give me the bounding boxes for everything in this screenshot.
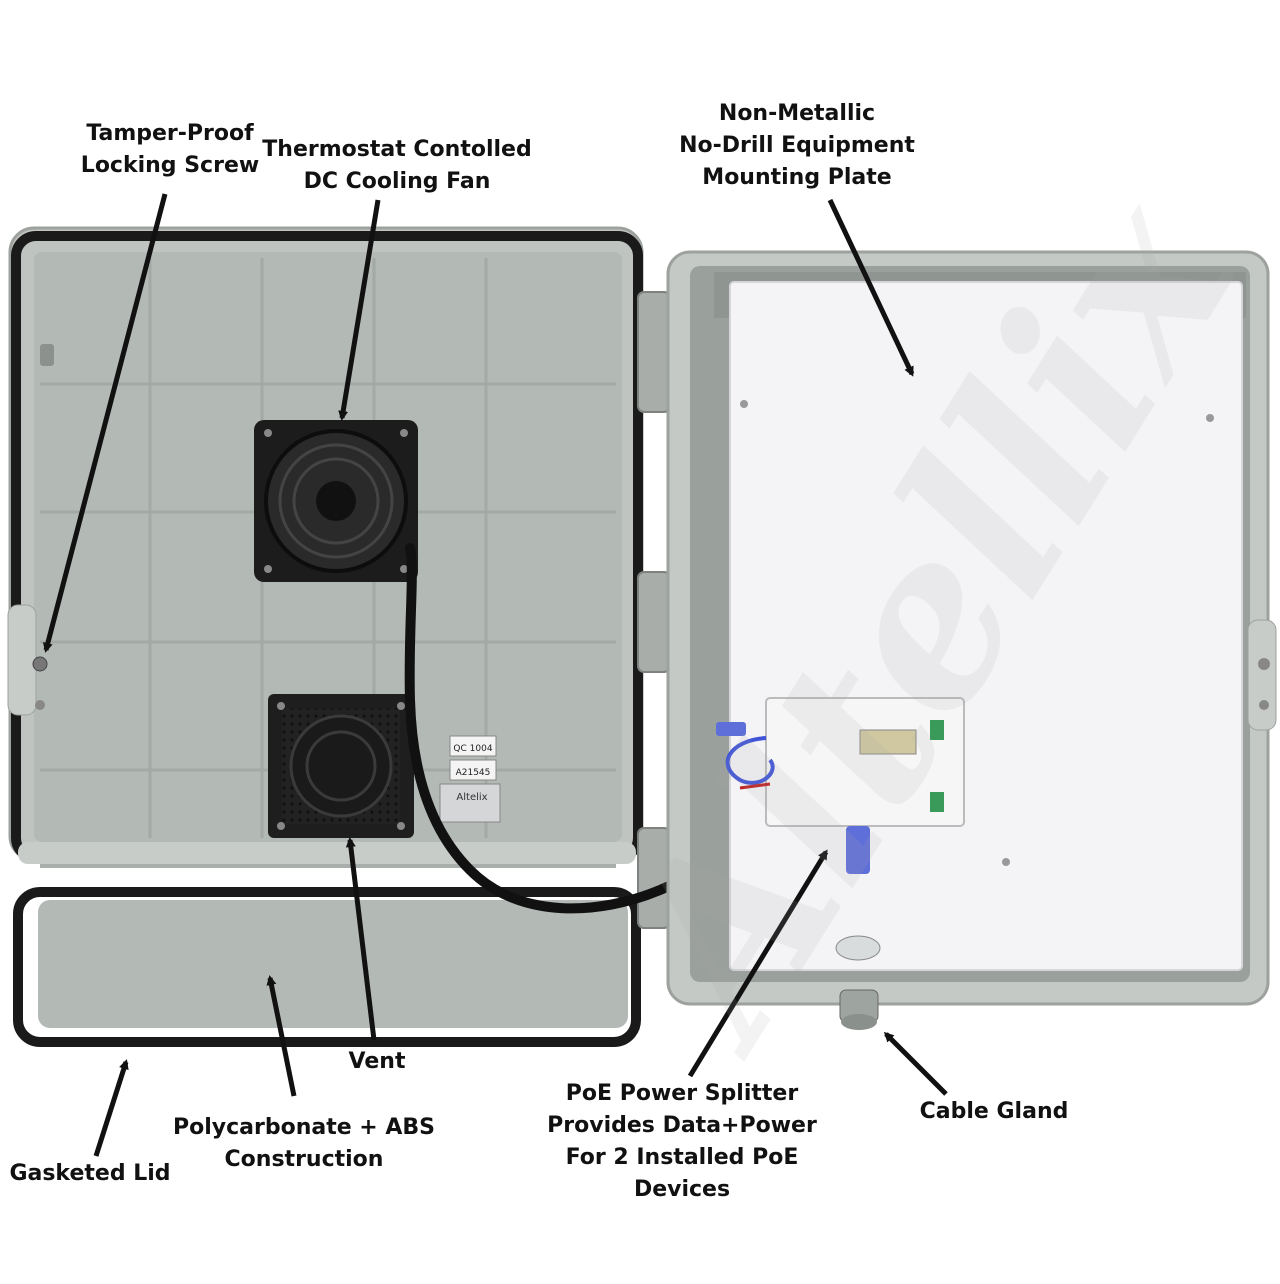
arrow-construction	[266, 975, 297, 1097]
qc-label-line1: QC 1004	[453, 744, 492, 754]
label-cooling-fan: Thermostat Contolled DC Cooling Fan	[262, 137, 532, 194]
qc-label-line2: A21545	[456, 768, 491, 778]
label-cable-gland: Cable Gland	[919, 1099, 1069, 1124]
arrow-poe-splitter	[687, 849, 829, 1078]
arrow-gasketed-lid	[93, 1059, 129, 1157]
arrow-mounting-plate	[827, 198, 915, 377]
callout-arrows	[42, 193, 948, 1157]
label-mounting-plate: Non-Metallic No-Drill Equipment Mounting…	[679, 101, 915, 190]
vent-icon	[268, 694, 414, 838]
label-gasketed-lid: Gasketed Lid	[9, 1161, 171, 1186]
cooling-fan-icon	[254, 420, 418, 582]
label-poe-splitter: PoE Power Splitter Provides Data+Power F…	[547, 1081, 817, 1202]
arrow-vent	[345, 837, 377, 1041]
label-vent: Vent	[348, 1049, 406, 1074]
hinges	[637, 291, 671, 929]
locking-screw-icon	[7, 604, 48, 716]
label-construction: Polycarbonate + ABS Construction	[172, 1115, 436, 1172]
cable-gland-icon	[835, 935, 881, 1030]
arrow-tamper-screw	[42, 193, 168, 653]
label-tamper-screw: Tamper-Proof Locking Screw	[80, 121, 260, 178]
arrow-cable-gland	[883, 1031, 948, 1096]
open-lid	[7, 226, 644, 1047]
poe-splitter-icon	[716, 697, 965, 874]
mounting-plate	[729, 281, 1243, 971]
brand-label: Altelix	[456, 792, 487, 803]
arrow-fan	[338, 199, 381, 421]
qc-label: QC 1004 A21545 Altelix	[439, 735, 501, 823]
enclosure-box	[666, 250, 1277, 1030]
